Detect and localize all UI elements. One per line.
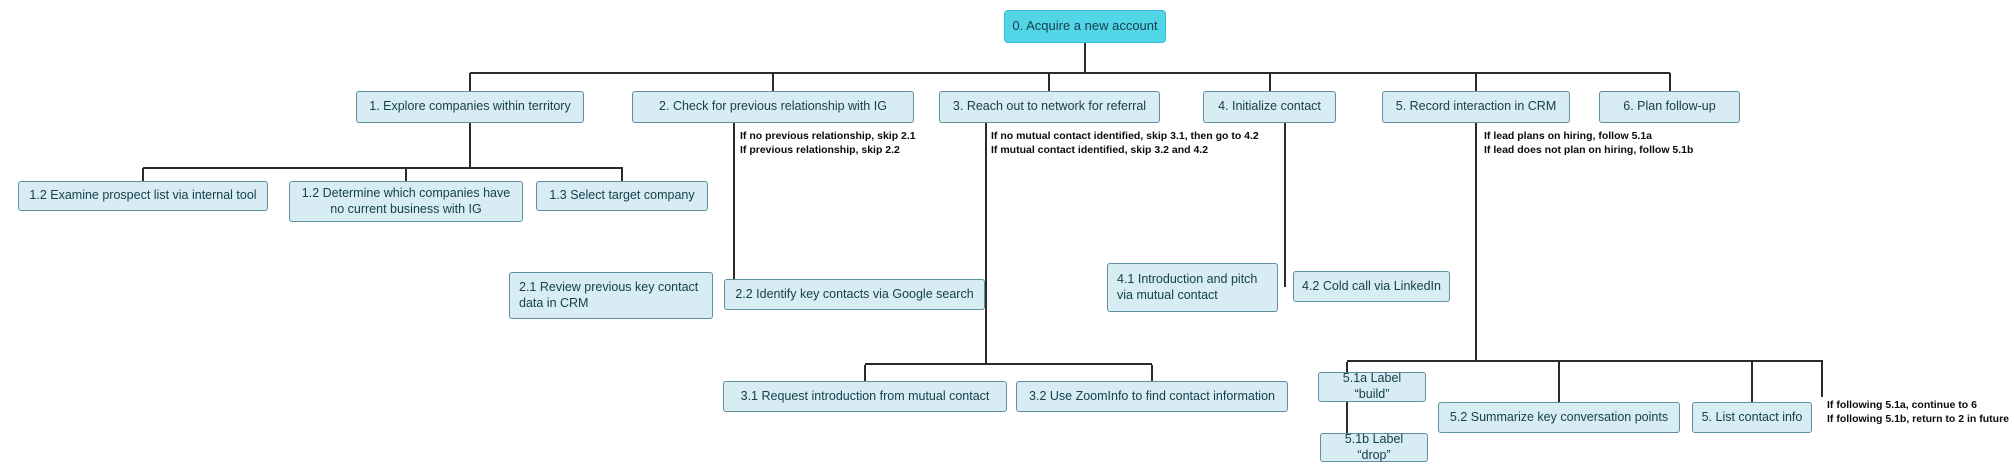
- node-4-2-cold-call-linkedin[interactable]: 4.2 Cold call via LinkedIn: [1293, 271, 1450, 302]
- annotation-line: If previous relationship, skip 2.2: [740, 144, 900, 156]
- annotation-line: If lead does not plan on hiring, follow …: [1484, 144, 1694, 156]
- node-2-2-identify-key-contacts[interactable]: 2.2 Identify key contacts via Google sea…: [724, 279, 985, 310]
- connector-drop-n5c: [1558, 362, 1560, 402]
- node-0-acquire-new-account[interactable]: 0. Acquire a new account: [1004, 10, 1166, 43]
- node-3-1-request-introduction[interactable]: 3.1 Request introduction from mutual con…: [723, 381, 1007, 412]
- node-4-1-introduction-pitch[interactable]: 4.1 Introduction and pitch via mutual co…: [1107, 263, 1278, 312]
- connector-n5a-n5b: [1346, 402, 1348, 433]
- connector-drop-ann6: [1821, 362, 1823, 397]
- connector-drop-n3a: [864, 365, 866, 381]
- node-2-check-previous-relationship[interactable]: 2. Check for previous relationship with …: [632, 91, 914, 123]
- node-1-3-select-target-company[interactable]: 1.3 Select target company: [536, 181, 708, 211]
- connector-drop-n1b: [405, 168, 407, 181]
- node-4-initialize-contact[interactable]: 4. Initialize contact: [1203, 91, 1336, 123]
- connector-n3-bus: [865, 363, 1152, 365]
- connector-drop-n5a: [1346, 362, 1348, 372]
- node-3-2-use-zoominfo[interactable]: 3.2 Use ZoomInfo to find contact informa…: [1016, 381, 1288, 412]
- annotation-line: If lead plans on hiring, follow 5.1a: [1484, 130, 1653, 142]
- node-5-record-interaction-crm[interactable]: 5. Record interaction in CRM: [1382, 91, 1570, 123]
- connector-n5-bus: [1347, 360, 1823, 362]
- connector-drop-n1: [469, 73, 471, 91]
- connector-drop-n5d: [1751, 362, 1753, 402]
- connector-n4-down: [1284, 123, 1286, 287]
- connector-drop-n5: [1475, 73, 1477, 91]
- node-5-2-summarize-conversation[interactable]: 5.2 Summarize key conversation points: [1438, 402, 1680, 433]
- node-3-reach-out-network[interactable]: 3. Reach out to network for referral: [939, 91, 1160, 123]
- annotation-line: If following 5.1b, return to 2 in future: [1827, 413, 2009, 425]
- annotation-line: If following 5.1a, continue to 6: [1827, 399, 1977, 411]
- connector-drop-n1c: [621, 168, 623, 181]
- annotation-node5-rules: If lead plans on hiring, follow 5.1a If …: [1484, 129, 1693, 157]
- annotation-line: If no mutual contact identified, skip 3.…: [991, 130, 1259, 142]
- connector-drop-n6: [1669, 73, 1671, 91]
- connector-n1-bus: [143, 167, 623, 169]
- annotation-line: If no previous relationship, skip 2.1: [740, 130, 916, 142]
- connector-drop-n2: [772, 73, 774, 91]
- node-1-2-determine-companies[interactable]: 1.2 Determine which companies have no cu…: [289, 181, 523, 222]
- annotation-node3-rules: If no mutual contact identified, skip 3.…: [991, 129, 1259, 157]
- node-2-1-review-previous-contact[interactable]: 2.1 Review previous key contact data in …: [509, 272, 713, 319]
- connector-root-drop: [1084, 42, 1086, 73]
- connector-n3-down: [985, 123, 987, 363]
- connector-drop-n4: [1269, 73, 1271, 91]
- node-1-1-examine-prospect-list[interactable]: 1.2 Examine prospect list via internal t…: [18, 181, 268, 211]
- connector-drop-n1a: [142, 168, 144, 181]
- connector-n5-down: [1475, 123, 1477, 360]
- connector-drop-n3: [1048, 73, 1050, 91]
- annotation-node2-rules: If no previous relationship, skip 2.1 If…: [740, 129, 916, 157]
- node-6-plan-follow-up[interactable]: 6. Plan follow-up: [1599, 91, 1740, 123]
- node-5-1a-label-build[interactable]: 5.1a Label “build”: [1318, 371, 1426, 402]
- connector-n2-down: [733, 123, 735, 294]
- connector-n1-down: [469, 123, 471, 168]
- connector-level1-bus: [470, 72, 1670, 74]
- annotation-followup-rules: If following 5.1a, continue to 6 If foll…: [1827, 398, 2009, 426]
- connector-drop-n3b: [1151, 365, 1153, 381]
- node-5-1b-label-drop[interactable]: 5.1b Label “drop”: [1320, 432, 1428, 462]
- annotation-line: If mutual contact identified, skip 3.2 a…: [991, 144, 1209, 156]
- node-5-list-contact-info[interactable]: 5. List contact info: [1692, 402, 1812, 433]
- node-1-explore-companies[interactable]: 1. Explore companies within territory: [356, 91, 584, 123]
